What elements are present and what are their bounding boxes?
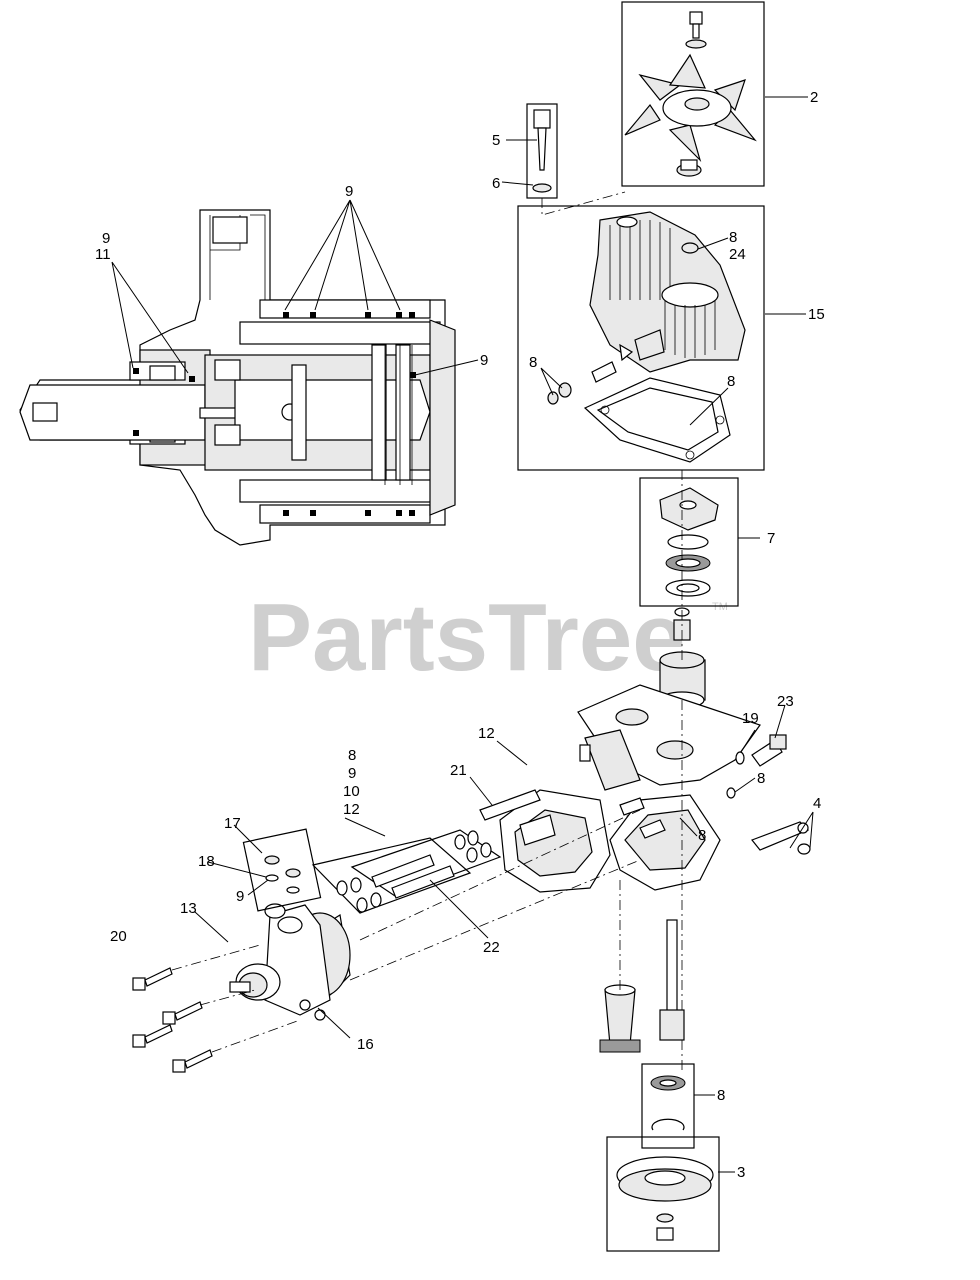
callout-7: 7	[767, 530, 775, 547]
watermark-trademark: TM	[712, 601, 728, 613]
callout-13: 13	[180, 900, 197, 917]
callout-9-top: 9	[345, 183, 353, 200]
callout-2: 2	[810, 89, 818, 106]
callout-9-plate: 9	[236, 888, 244, 905]
port-plate-fittings	[264, 855, 301, 894]
control-arm	[751, 821, 811, 855]
callout-labels: 2 3 4 5 6 7 8 24 15 8 8 9 9 11 9 12 21 1…	[95, 89, 825, 1181]
thrust-bearing-box	[639, 477, 739, 607]
lower-bearing	[650, 1075, 686, 1131]
spool-valves	[336, 830, 492, 913]
drive-pulley	[616, 1156, 714, 1241]
housing-cover	[547, 211, 746, 463]
callout-3: 3	[737, 1164, 745, 1181]
callout-16: 16	[357, 1036, 374, 1053]
callout-22: 22	[483, 939, 500, 956]
callout-5: 5	[492, 132, 500, 149]
callout-9-left: 9	[102, 230, 110, 247]
callout-21: 21	[450, 762, 467, 779]
bolt-20	[132, 967, 173, 991]
lower-bearing-box	[641, 1063, 695, 1149]
callout-8-fan: 8	[729, 229, 737, 246]
callout-11: 11	[95, 246, 111, 263]
housing-cover-box	[517, 205, 765, 471]
callout-8-gasket: 8	[727, 373, 735, 390]
callout-leaders	[111, 96, 814, 1173]
bracket-and-bolt	[479, 744, 666, 846]
callout-12-kit: 12	[343, 801, 360, 818]
callout-4: 4	[813, 795, 821, 812]
callout-8-port: 8	[698, 827, 706, 844]
cooling-fan	[624, 11, 757, 177]
watermark-text: PartsTree	[248, 584, 686, 691]
callout-10-kit: 10	[343, 783, 360, 800]
callout-24: 24	[729, 246, 746, 263]
bolt-c	[172, 1049, 213, 1073]
seal-kit-inner-box	[350, 829, 502, 897]
callout-19: 19	[742, 710, 759, 727]
filter-and-input-shaft	[599, 880, 685, 1053]
callout-12-bracket: 12	[478, 725, 495, 742]
pump-motor-assembly	[229, 903, 351, 1021]
callout-17: 17	[224, 815, 241, 832]
transaxle-section-view	[19, 209, 456, 546]
callout-20: 20	[110, 928, 127, 945]
callout-23: 23	[777, 693, 794, 710]
bolt-a	[162, 1001, 203, 1025]
callout-8-fitting: 8	[757, 770, 765, 787]
pulley-box	[606, 1136, 720, 1252]
fittings-19-23	[726, 734, 787, 799]
callout-15: 15	[808, 306, 825, 323]
thrust-bearing-assembly	[659, 487, 719, 597]
fan-kit-box	[621, 1, 765, 187]
callout-6: 6	[492, 175, 500, 192]
housing-window	[212, 216, 248, 244]
dipstick	[532, 109, 552, 193]
seal-kit-box	[311, 837, 472, 914]
callout-18: 18	[198, 853, 215, 870]
callout-8-washers: 8	[529, 354, 537, 371]
callout-9-kit: 9	[348, 765, 356, 782]
callout-9-right: 9	[480, 352, 488, 369]
callout-8-kit: 8	[348, 747, 356, 764]
callout-8-bearing: 8	[717, 1087, 725, 1104]
bolt-b	[132, 1024, 173, 1048]
port-plate-box	[242, 828, 322, 912]
